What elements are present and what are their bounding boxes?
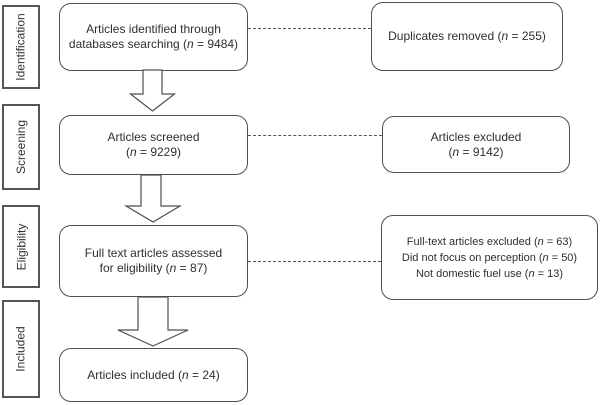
- down-arrow-icon-1: [128, 69, 177, 112]
- stage-box-eligibility: Eligibility: [2, 205, 40, 288]
- stage-label-identification: Identification: [14, 13, 29, 81]
- stage-label-included: Included: [14, 326, 28, 372]
- box-articles-screened: Articles screened(n = 9229): [59, 115, 248, 175]
- box-duplicates-removed: Duplicates removed (n = 255): [371, 2, 563, 71]
- down-arrow-icon-2: [123, 174, 183, 223]
- box-articles-included: Articles included (n = 24): [59, 348, 248, 402]
- down-arrow-icon-3: [117, 296, 189, 347]
- dashed-connector-screening: [248, 135, 382, 136]
- stage-box-screening: Screening: [2, 104, 40, 190]
- stage-label-eligibility: Eligibility: [14, 223, 28, 270]
- dashed-connector-identification: [248, 28, 371, 29]
- stage-box-included: Included: [2, 300, 40, 398]
- box-articles-excluded: Articles excluded(n = 9142): [382, 116, 570, 173]
- stage-label-screening: Screening: [14, 119, 29, 175]
- box-full-text-excluded: Full-text articles excluded (n = 63)Did …: [381, 215, 598, 300]
- stage-box-identification: Identification: [2, 5, 40, 89]
- dashed-connector-eligibility: [248, 261, 381, 262]
